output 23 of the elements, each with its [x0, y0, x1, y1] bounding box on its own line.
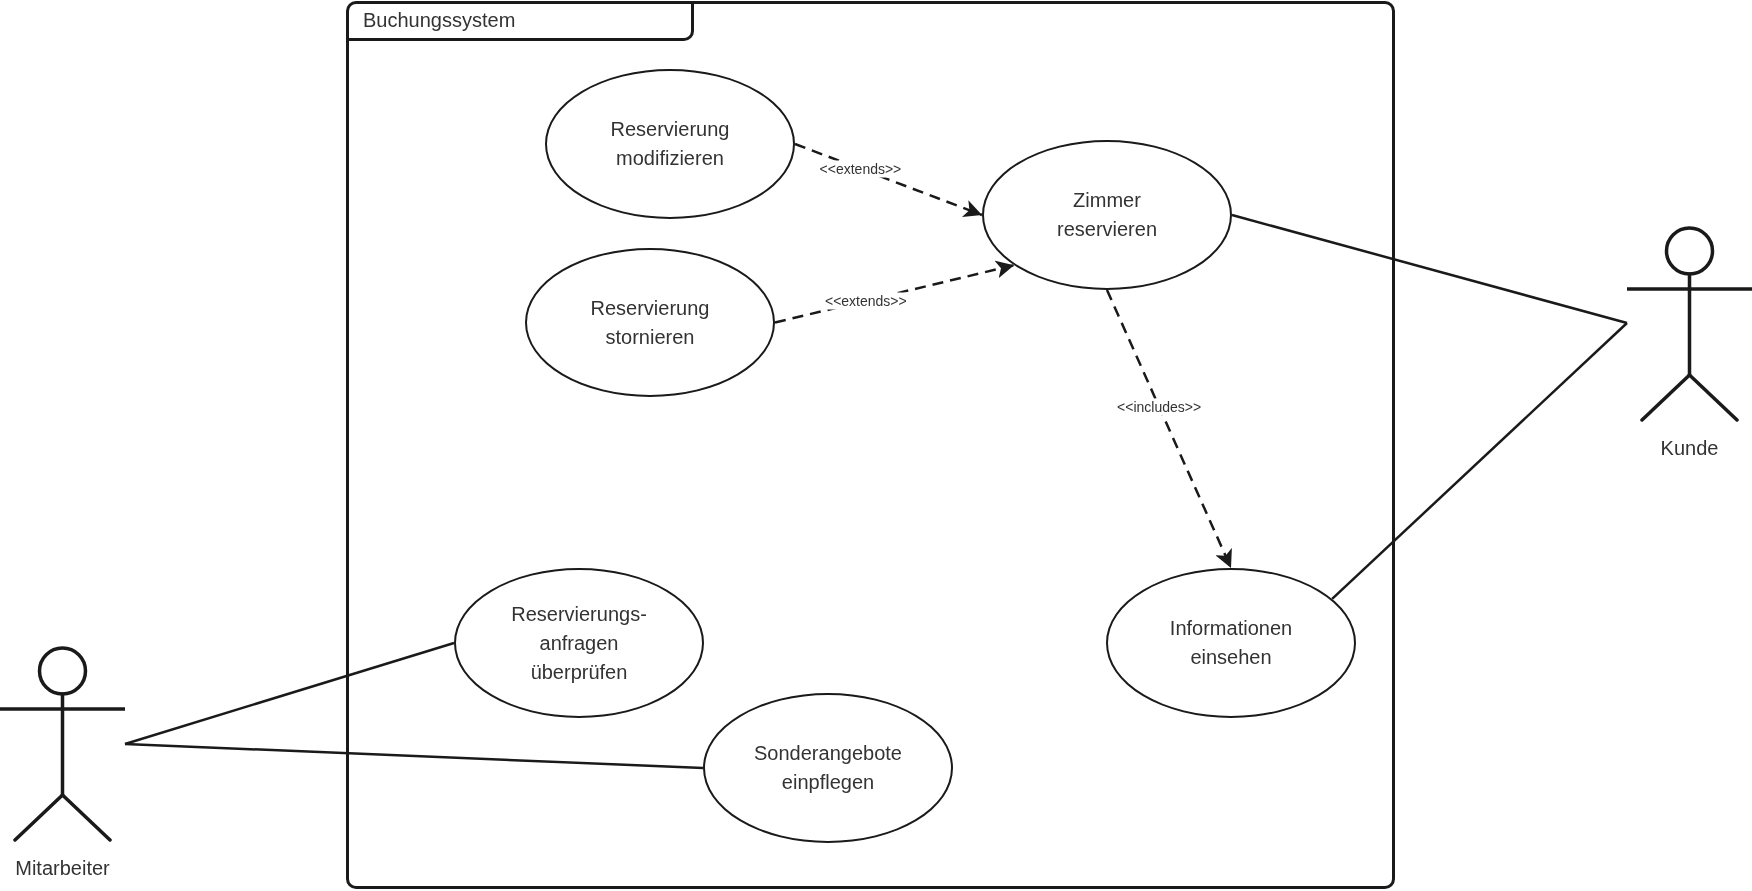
edge-label: <<extends>>: [823, 292, 909, 310]
use-case-ellipse: [703, 693, 953, 843]
actor-label: Kunde: [1660, 436, 1719, 461]
use-case-ellipse: [982, 140, 1232, 290]
association-line: [1231, 213, 1628, 325]
use-case-label: Reservierungs- anfragen überprüfen: [510, 601, 648, 685]
association-line: [1331, 322, 1628, 600]
edge-label: <<includes>>: [1115, 398, 1204, 416]
edge-label: <<extends>>: [817, 160, 904, 178]
use-case-ellipse: [525, 248, 775, 397]
association-line: [124, 641, 455, 746]
association-line: [124, 742, 704, 770]
use-case-ellipse: [1106, 568, 1356, 718]
use-case-label: Sonderangebote einpflegen: [753, 741, 903, 795]
frame-tab-label: Buchungssystem: [349, 4, 694, 41]
use-case-label: Reservierung modifizieren: [609, 117, 731, 171]
use-case-label: Reservierung stornieren: [589, 295, 711, 350]
use-case-ellipse: [454, 568, 704, 718]
actor-label: Mitarbeiter: [15, 856, 110, 881]
use-case-label: Zimmer reservieren: [1055, 188, 1158, 242]
dashed-arrow: [1105, 289, 1233, 569]
use-case-label: Informationen einsehen: [1168, 616, 1294, 670]
use-case-ellipse: [545, 69, 795, 219]
